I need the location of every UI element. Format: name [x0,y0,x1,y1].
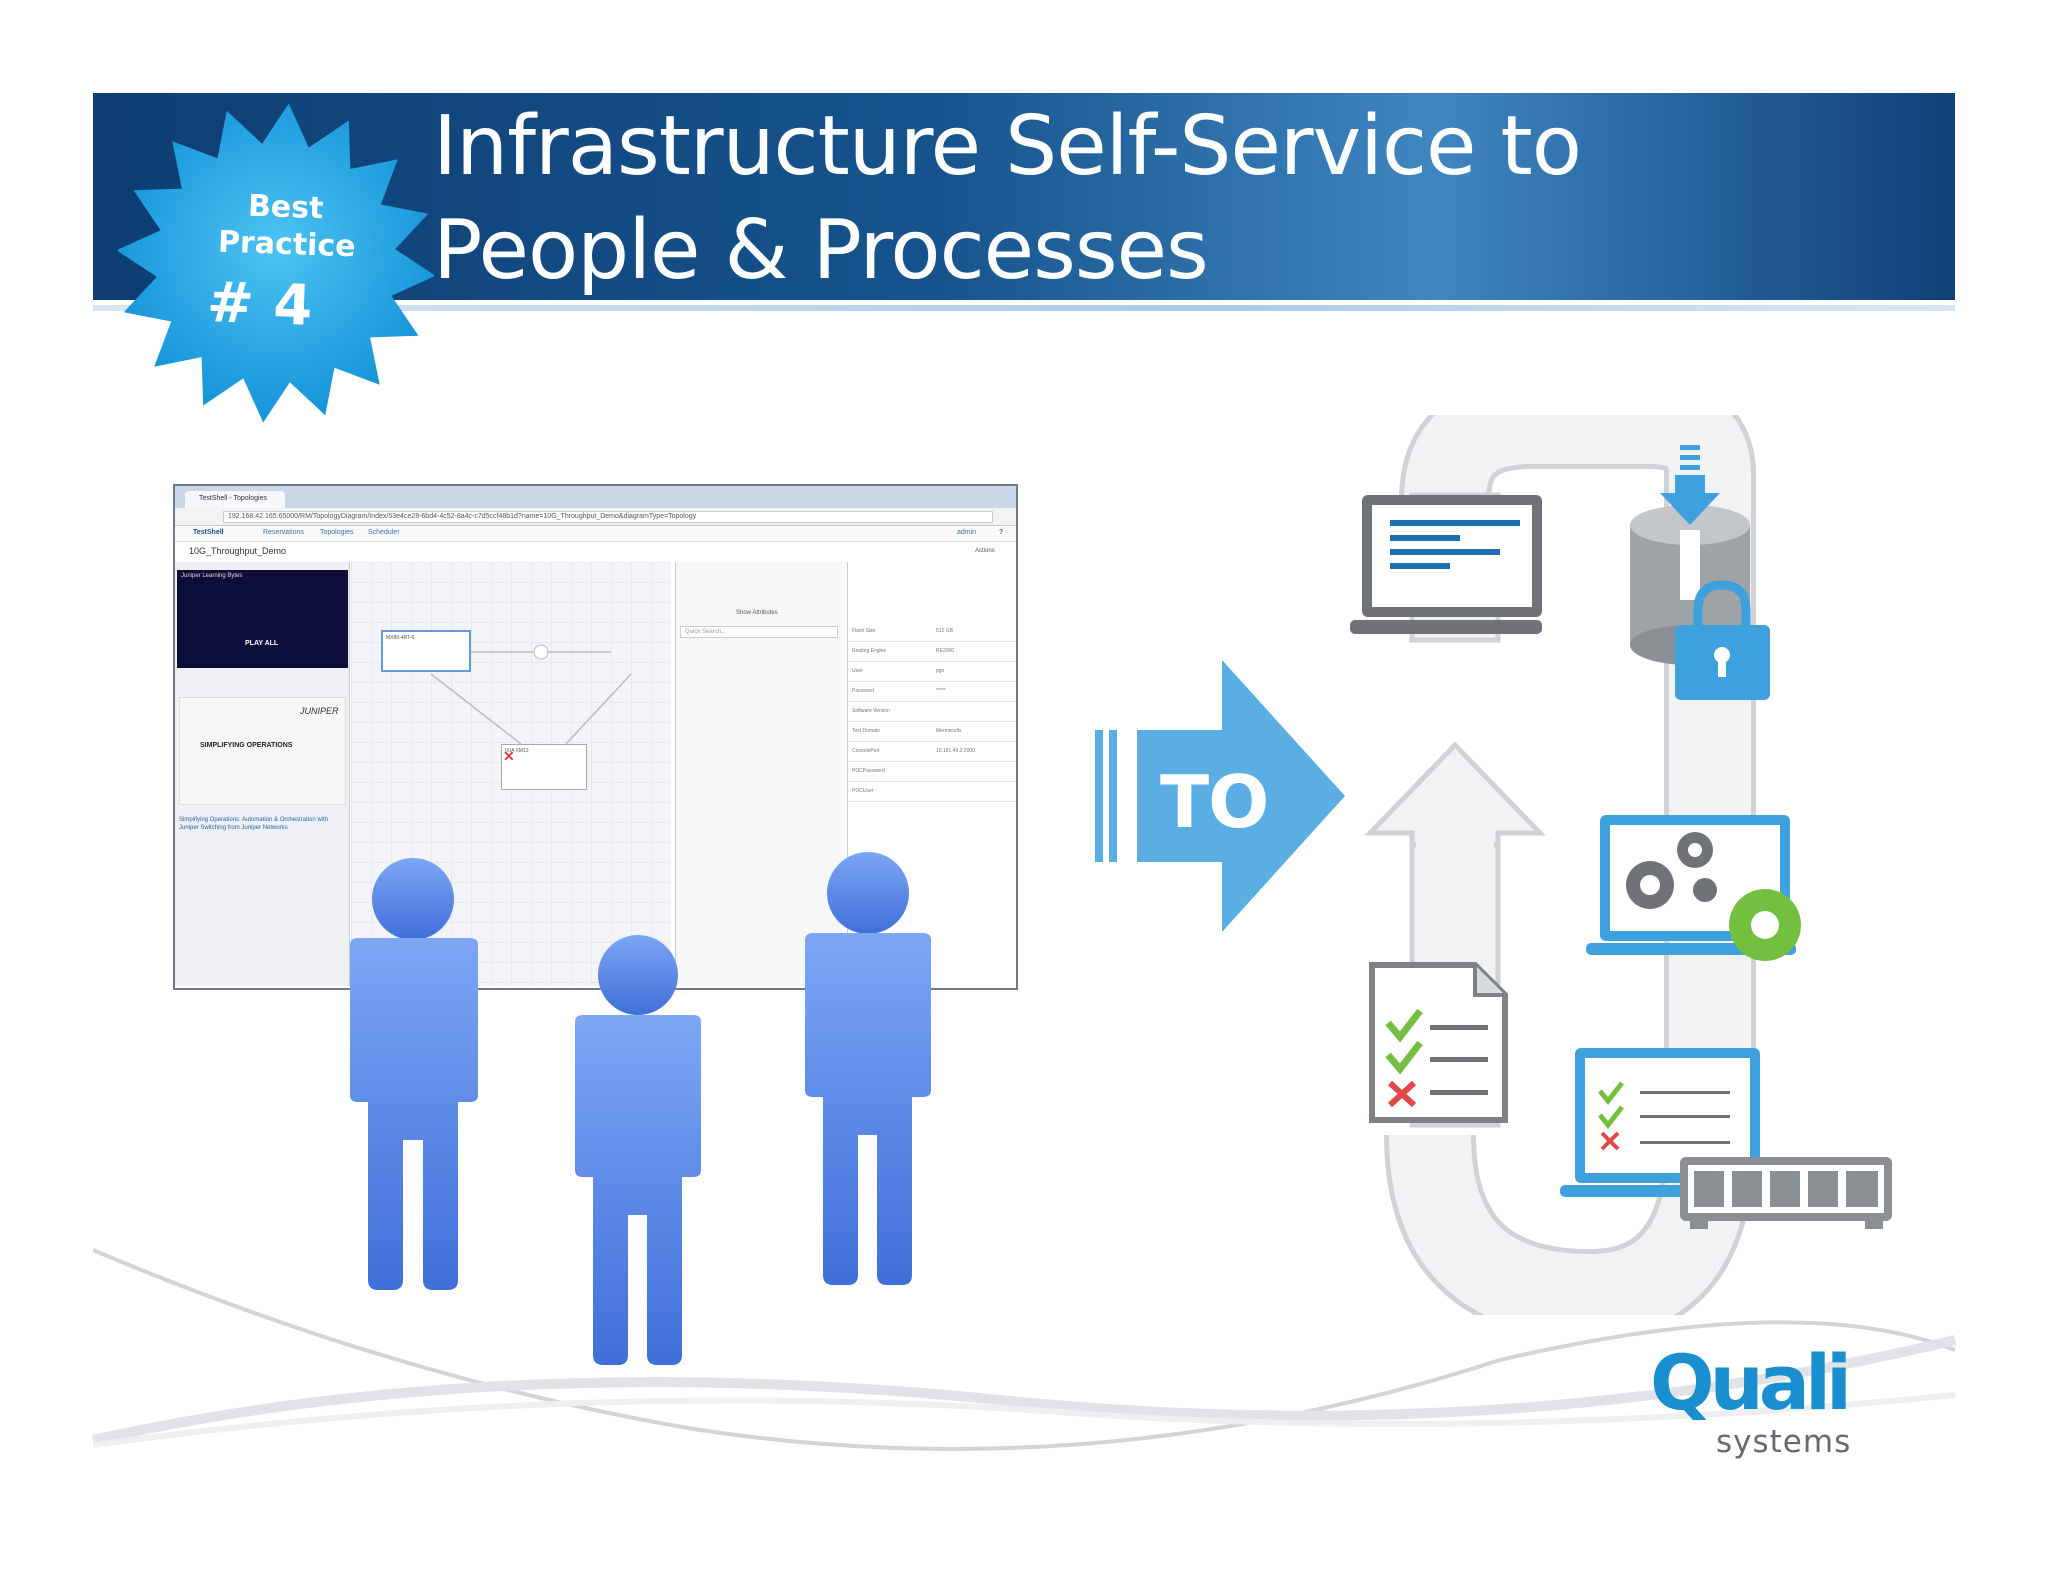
topology-node-router: MX80-4RT-6 [381,630,471,672]
person-icon [805,852,931,1285]
table-row: POCPassword [848,762,1016,782]
app-nav-scheduler: Scheduler [368,529,400,536]
server-rack-icon [1680,1157,1892,1229]
table-row: Software Version [848,702,1016,722]
app-help: ? [999,529,1004,536]
topology-node-ixia: IXIA XM12 [501,744,587,790]
quali-logo: Quali [1650,1338,1852,1427]
person-icon [575,935,701,1365]
topology-links [430,644,632,745]
to-arrow-icon [1095,660,1345,932]
gears-laptop-icon [1586,815,1801,961]
app-play-all: PLAY ALL [245,640,279,647]
checklist-laptop-icon [1560,1048,1765,1197]
process-flow-diagram [1350,415,1892,1315]
decorative-waves [91,1248,1957,1451]
app-properties-panel: Show Attributes Quick Search... [675,562,845,986]
app-quick-search: Quick Search... [680,626,838,638]
badge-number-text: # 4 [205,270,314,339]
checklist-document-icon [1369,962,1508,1123]
app-nav-reservations: Reservations [263,529,304,536]
slide-title-line-2: People & Processes [433,203,1209,298]
app-juniper-logo: JUNIPER [300,706,339,716]
app-left-panel: Juniper Learning Bytes PLAY ALL JUNIPER … [175,562,350,986]
table-row: POCUser [848,782,1016,802]
fail-x-icon: ✕ [503,748,515,764]
quali-logo-tagline: systems [1716,1424,1852,1460]
app-video-player: Juniper Learning Bytes PLAY ALL [177,570,348,668]
app-navbar: TestShell Reservations Topologies Schedu… [175,526,1016,542]
starburst-badge-icon [118,103,434,423]
app-show-attributes: Show Attributes [736,610,778,616]
app-video-title: Juniper Learning Bytes [181,573,243,579]
database-lock-icon [1630,445,1770,700]
app-admin-menu: admin [957,529,977,536]
app-presentation-link: Simplifying Operations: Automation & Orc… [179,817,329,831]
app-brand: TestShell [193,529,224,536]
app-nav-topologies: Topologies [320,529,354,536]
person-icon [350,858,478,1290]
slide-title-line-1: Infrastructure Self-Service to [433,99,1582,194]
browser-url: 192.168.42.165:65000/RM/TopologyDiagram/… [223,511,993,523]
browser-urlbar: 192.168.42.165:65000/RM/TopologyDiagram/… [175,508,1016,526]
people-group-icon [350,852,931,1365]
laptop-icon [1350,495,1542,634]
app-presentation: JUNIPER SIMPLIFYING OPERATIONS [179,697,346,805]
browser-titlebar: TestShell - Topologies [175,486,1016,508]
title-underline [93,305,1955,311]
badge-practice-text: Practice [217,224,357,265]
app-presentation-title: SIMPLIFYING OPERATIONS [200,742,293,749]
app-actions-menu: Actions [975,548,995,554]
badge-best-text: Best [247,188,325,227]
app-page-title: 10G_Throughput_Demo [189,546,287,556]
table-row: Password***** [848,682,1016,702]
to-label: TO [1160,760,1269,844]
browser-tab: TestShell - Topologies [185,491,285,508]
